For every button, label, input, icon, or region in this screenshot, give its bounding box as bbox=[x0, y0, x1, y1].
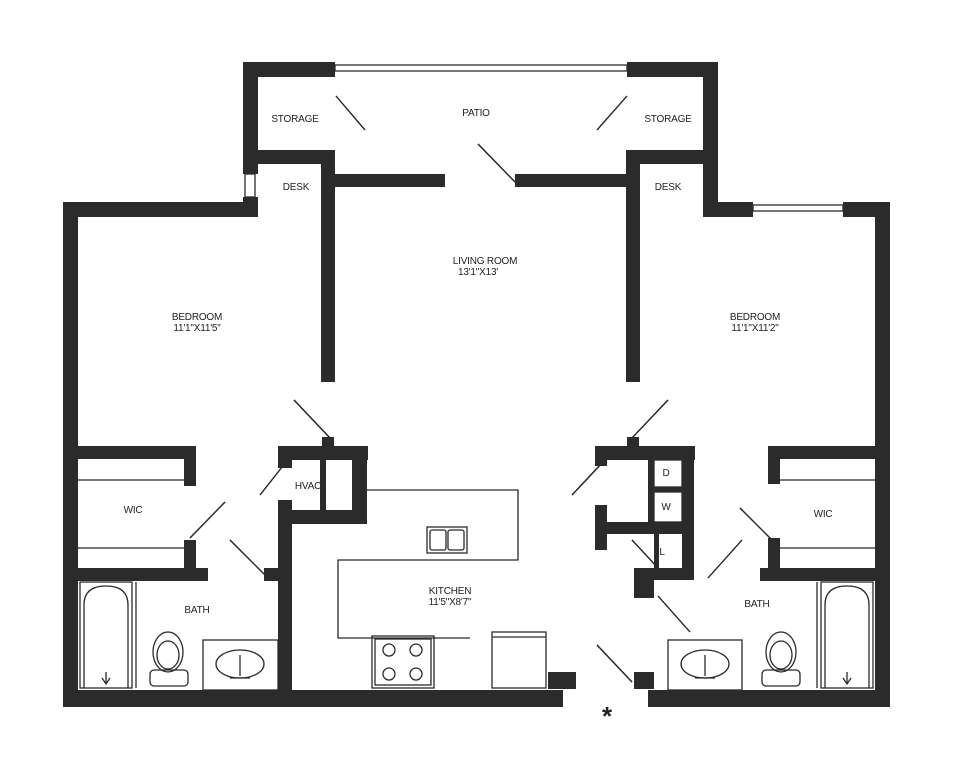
label-kitchen: KITCHEN bbox=[429, 586, 472, 597]
label-storage-right: STORAGE bbox=[644, 114, 692, 125]
bath-sink bbox=[202, 639, 279, 691]
walls bbox=[63, 62, 890, 707]
label-desk-right: DESK bbox=[655, 182, 682, 193]
label-wic-left: WIC bbox=[124, 505, 143, 516]
label-hvac: HVAC bbox=[295, 481, 321, 492]
kitchen-sink bbox=[426, 526, 468, 554]
label-bath-right: BATH bbox=[744, 599, 769, 610]
doors bbox=[189, 95, 775, 683]
label-bath-left: BATH bbox=[184, 605, 209, 616]
stove bbox=[371, 635, 435, 689]
label-bedroom-right: BEDROOM bbox=[730, 312, 780, 323]
label-closet-l: L bbox=[659, 547, 665, 558]
label-desk-left: DESK bbox=[283, 182, 310, 193]
left-bath-fixtures bbox=[79, 581, 279, 691]
label-bedroom-left: BEDROOM bbox=[172, 312, 222, 323]
toilet-right bbox=[761, 631, 801, 687]
label-closet-w: W bbox=[661, 502, 671, 513]
right-bath-fixtures bbox=[667, 581, 874, 691]
entry-mark: * bbox=[602, 701, 613, 731]
label-living-room-size: 13'1"X13' bbox=[458, 267, 498, 278]
room-labels: STORAGE PATIO STORAGE DESK DESK LIVING R… bbox=[124, 108, 833, 731]
wic-shelves bbox=[78, 479, 875, 549]
label-patio: PATIO bbox=[462, 108, 490, 119]
refrigerator bbox=[491, 631, 547, 689]
label-kitchen-size: 11'5"X8'7" bbox=[429, 597, 472, 608]
label-living-room: LIVING ROOM bbox=[453, 256, 517, 267]
label-bedroom-right-size: 11'1"X11'2" bbox=[731, 323, 779, 334]
toilet bbox=[149, 631, 189, 687]
bathtub bbox=[79, 581, 133, 689]
kitchen-fixtures bbox=[337, 489, 547, 689]
closet-boxes bbox=[653, 459, 683, 523]
label-storage-left: STORAGE bbox=[271, 114, 319, 125]
label-closet-d: D bbox=[662, 468, 669, 479]
bath-sink-right bbox=[667, 639, 743, 691]
label-bedroom-left-size: 11'1"X11'5" bbox=[173, 323, 221, 334]
bathtub-right bbox=[820, 581, 874, 689]
label-wic-right: WIC bbox=[814, 509, 833, 520]
windows bbox=[244, 64, 844, 212]
